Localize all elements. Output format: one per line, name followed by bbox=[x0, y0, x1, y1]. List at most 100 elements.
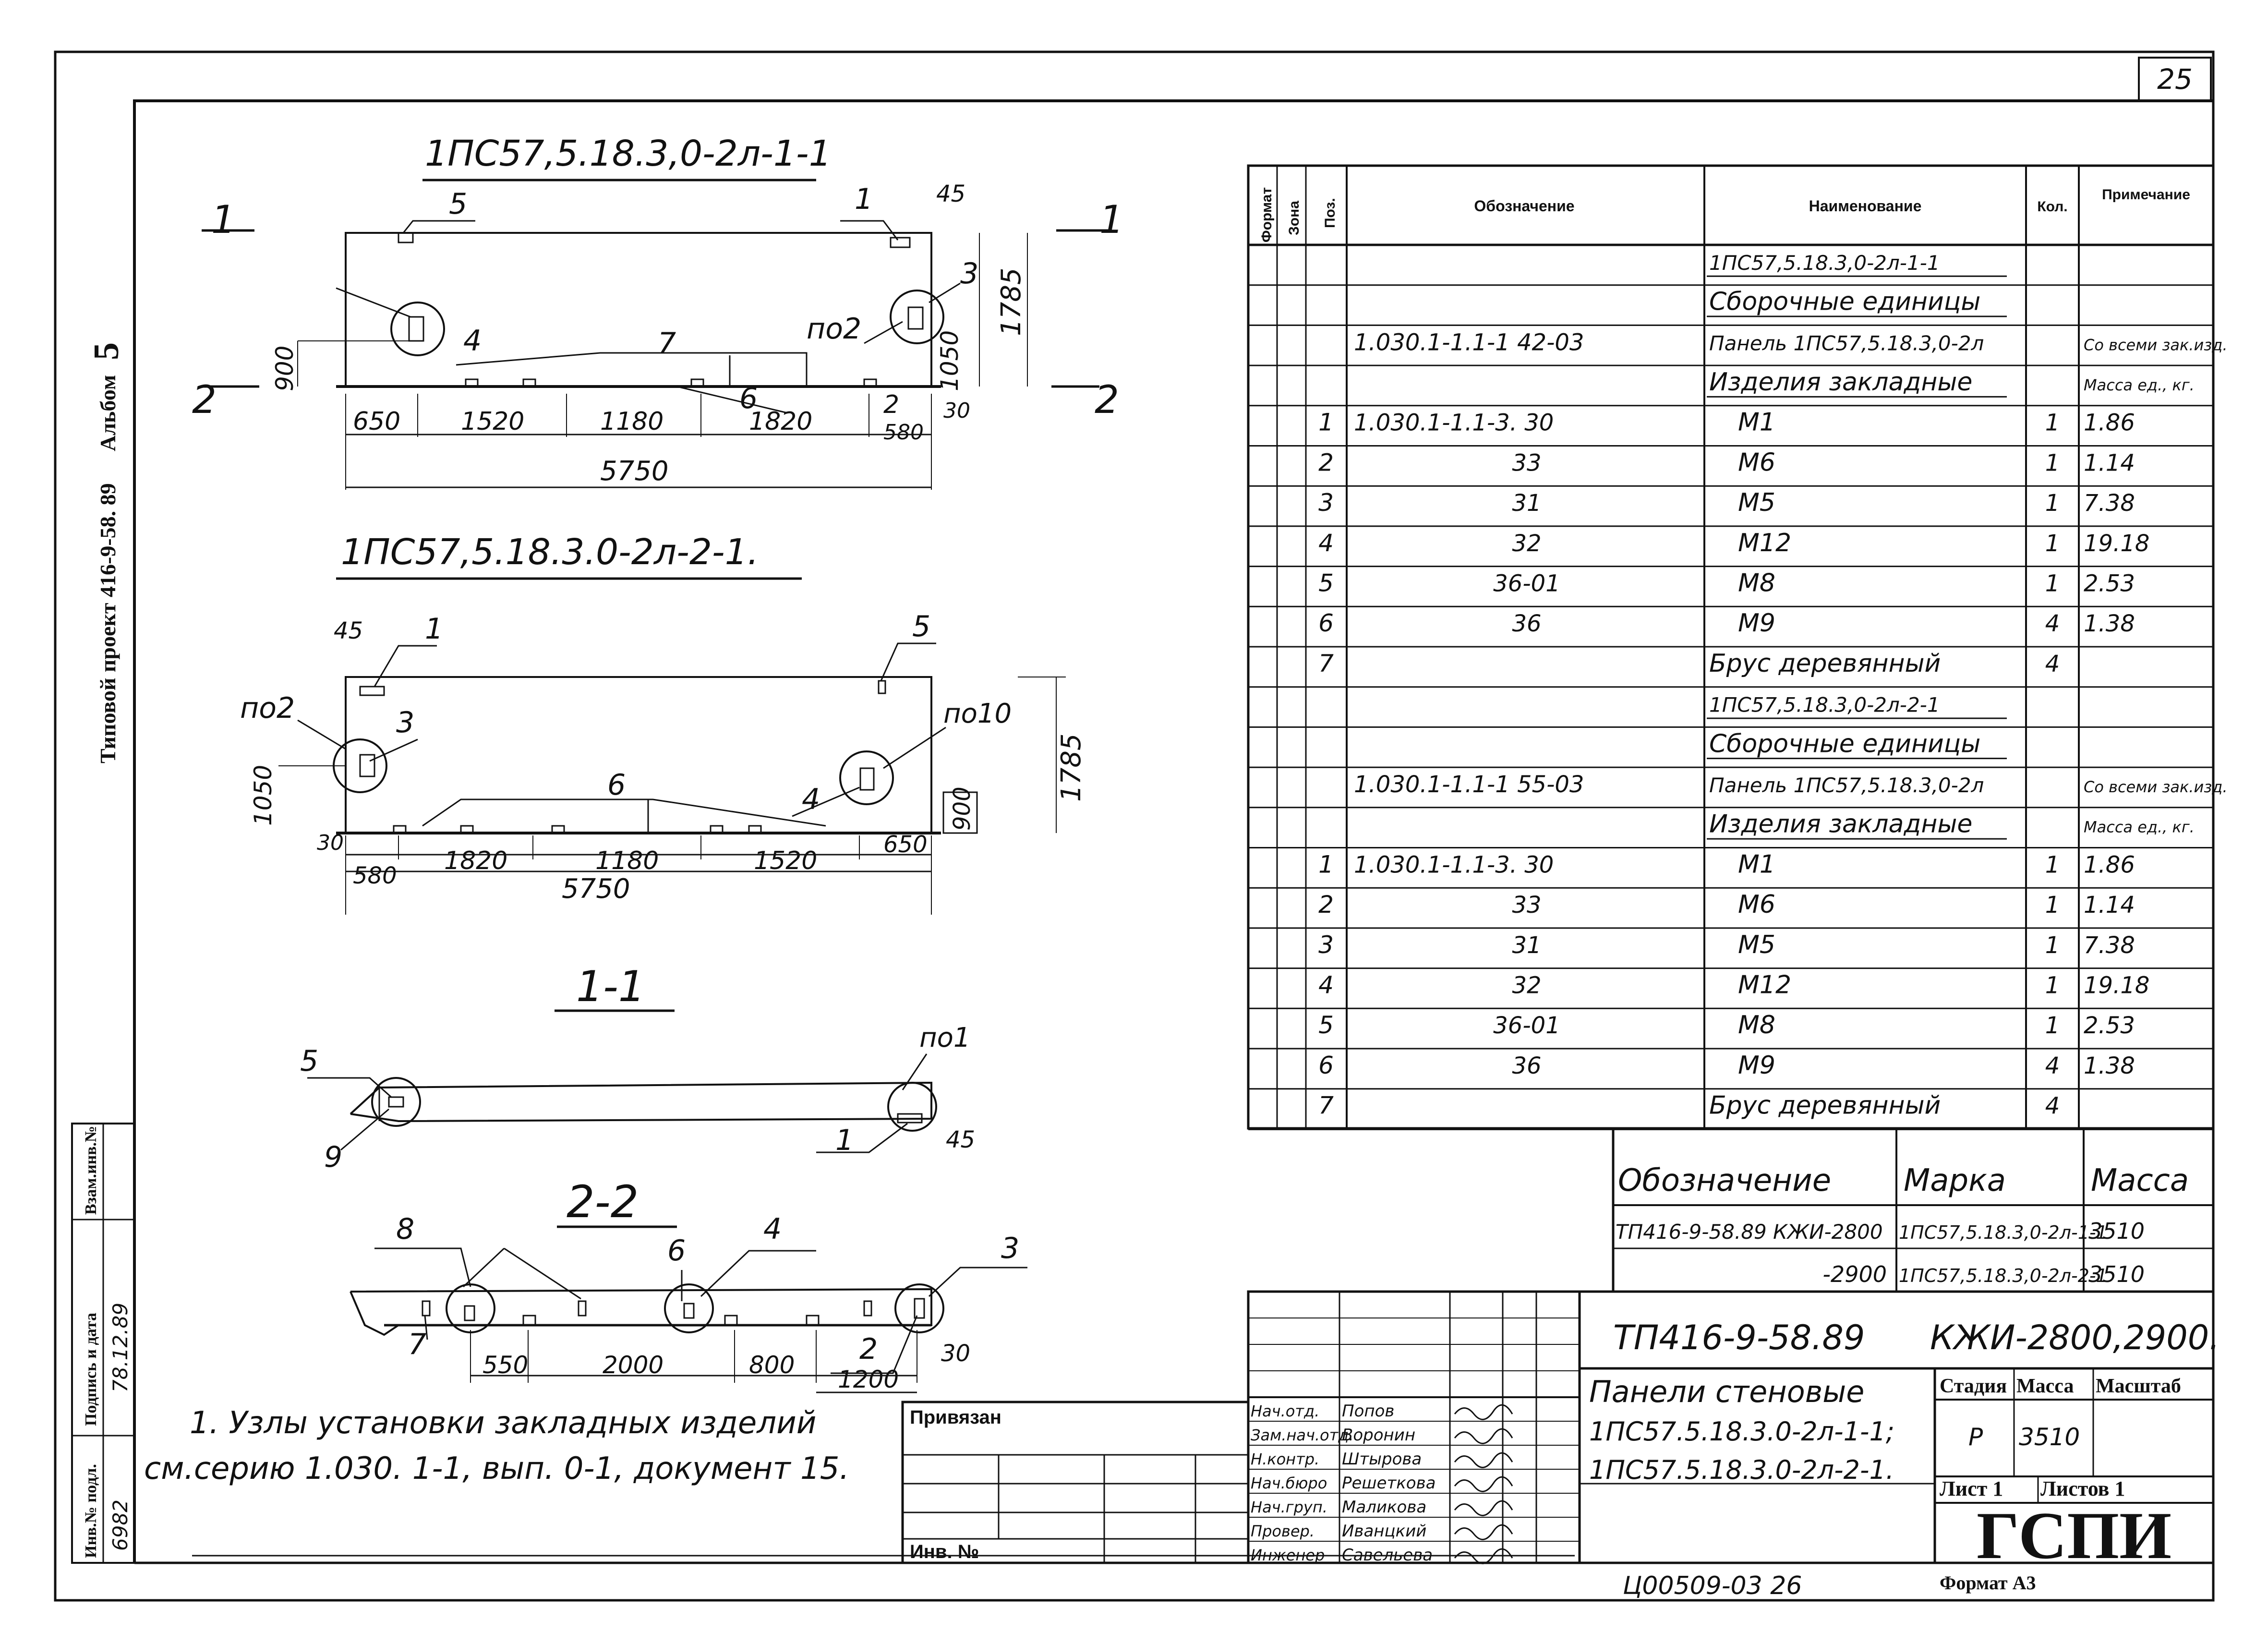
spec-cell-pos: 5 bbox=[1318, 569, 1334, 597]
spec-cell-designation: 33 bbox=[1512, 892, 1541, 919]
title-sheet: Лист 1 bbox=[1940, 1477, 2003, 1500]
title-stage: Р bbox=[1968, 1423, 1983, 1451]
plan1-callout-7: 7 bbox=[658, 326, 676, 360]
section22-callout-7: 7 bbox=[408, 1328, 426, 1361]
plan1-dim-900: 900 bbox=[271, 346, 299, 391]
spec-cell-qty: 1 bbox=[2045, 932, 2060, 959]
spec-cell-designation: 1.030.1-1.1-1 55-03 bbox=[1354, 771, 1584, 798]
spec-cell-note: Со всеми зак.изд. bbox=[2084, 778, 2228, 796]
side-project: Типовой проект 416-9-58. 89 bbox=[96, 483, 120, 763]
spec-header-pos: Поз. bbox=[1322, 198, 1338, 228]
side-album-label: Альбом bbox=[96, 375, 120, 451]
plan1-callout-5: 5 bbox=[449, 187, 467, 221]
spec-cell-name: М9 bbox=[1738, 609, 1775, 638]
signer-role: Нач.отд. bbox=[1251, 1402, 1319, 1420]
plan2-callout-po10: по10 bbox=[943, 698, 1012, 729]
spec-header-note: Примечание bbox=[2102, 187, 2190, 203]
signer-name: Попов bbox=[1342, 1402, 1394, 1421]
bottom-note: Ц00509-03 26 bbox=[1623, 1571, 1802, 1600]
spec-cell-qty: 1 bbox=[2045, 972, 2060, 999]
spec-cell-name: М12 bbox=[1738, 970, 1791, 999]
spec-cell-pos: 4 bbox=[1318, 971, 1334, 999]
title-block: Нач.отд.ПоповЗам.нач.отд.ВоронинН.контр.… bbox=[1247, 1290, 2220, 1594]
plan1-callout-3: 3 bbox=[960, 257, 978, 290]
spec-cell-note: Со всеми зак.изд. bbox=[2084, 336, 2228, 354]
signer-role: Зам.нач.отд. bbox=[1251, 1426, 1354, 1444]
stamp-inv-label: Инв.№ подл. bbox=[82, 1464, 100, 1558]
plan2-dim-1820: 1820 bbox=[444, 846, 507, 875]
signer-role: Н.контр. bbox=[1251, 1450, 1319, 1468]
spec-cell-pos: 1 bbox=[1318, 409, 1334, 436]
section22-dim-800: 800 bbox=[749, 1351, 795, 1379]
spec-cell-name: М12 bbox=[1738, 529, 1791, 557]
plan2-outline bbox=[345, 676, 932, 834]
section11-callout-1: 1 bbox=[835, 1124, 854, 1157]
spec-row: 1ПС57,5.18.3,0-2л-2-1 bbox=[1709, 693, 1940, 717]
spec-cell-note: 7.38 bbox=[2084, 490, 2135, 517]
spec-cell-name: Сборочные единицы bbox=[1709, 288, 1980, 316]
section22-callout-6: 6 bbox=[667, 1234, 686, 1268]
spec-header-designation: Обозначение bbox=[1474, 197, 1574, 215]
title-scale-label: Масштаб bbox=[2096, 1375, 2181, 1397]
spec-cell-qty: 1 bbox=[2045, 892, 2060, 919]
spec-cell-pos: 6 bbox=[1318, 609, 1334, 637]
plan1-dim-1050: 1050 bbox=[936, 330, 964, 391]
spec-cell-name: М8 bbox=[1738, 568, 1775, 597]
plan1-callout-po2: по2 bbox=[807, 312, 861, 346]
spec-cell-note: 1.86 bbox=[2084, 851, 2135, 878]
spec-cell-qty: 4 bbox=[2045, 1052, 2060, 1079]
spec-cell-designation: 36 bbox=[1512, 610, 1541, 637]
note-line-1: 1. Узлы установки закладных изделий bbox=[190, 1405, 816, 1441]
spec-cell-qty: 4 bbox=[2045, 1093, 2060, 1120]
plan2-dim-5750: 5750 bbox=[562, 873, 630, 905]
spec-cell-designation: 1.030.1-1.1-3. 30 bbox=[1354, 851, 1554, 878]
plan1-callout-1: 1 bbox=[855, 182, 873, 216]
spec-cell-note: 2.53 bbox=[2084, 570, 2135, 597]
plan1-mark-1b: 1 bbox=[1099, 197, 1124, 242]
spec-cell-note: 7.38 bbox=[2084, 932, 2135, 959]
spec-cell-note: 1.86 bbox=[2084, 410, 2135, 436]
title-stage-label: Стадия bbox=[1940, 1375, 2007, 1397]
title-org: ГСПИ bbox=[1977, 1499, 2171, 1573]
spec-header-format: Формат bbox=[1259, 187, 1275, 242]
plan2-dim-580: 580 bbox=[353, 862, 397, 889]
plan2-dimensions: 1050 1785 900 30 580 1820 1180 1520 650 … bbox=[249, 677, 1087, 915]
spec-cell-designation: 31 bbox=[1512, 932, 1541, 959]
signer-name: Маликова bbox=[1342, 1498, 1426, 1517]
side-title: Типовой проект 416-9-58. 89 Альбом 5 bbox=[87, 342, 126, 763]
title-doc: КЖИ-2800,2900. bbox=[1930, 1318, 2220, 1357]
spec-cell-qty: 1 bbox=[2045, 449, 2060, 476]
section22-callout-3: 3 bbox=[1001, 1232, 1019, 1265]
spec-cell-note: Масса ед., кг. bbox=[2084, 818, 2195, 836]
signer-role: Провер. bbox=[1251, 1522, 1315, 1540]
signer-name: Штырова bbox=[1342, 1450, 1422, 1469]
mark-row1-mark: 1ПС57,5.18.3,0-2л-1-1 bbox=[1899, 1222, 2108, 1243]
spec-cell-note: 2.53 bbox=[2084, 1012, 2135, 1039]
spec-cell-designation: 32 bbox=[1512, 530, 1541, 557]
spec-header-name: Наименование bbox=[1809, 197, 1922, 215]
mark-row2-mass: 3510 bbox=[2088, 1261, 2145, 1287]
spec-cell-name: М5 bbox=[1738, 931, 1775, 959]
spec-cell-name: Панель 1ПС57,5.18.3,0-2л bbox=[1709, 331, 1984, 355]
plan2-dim-650: 650 bbox=[883, 831, 928, 858]
plan2-dim-1050: 1050 bbox=[249, 765, 277, 826]
spec-cell-name: Изделия закладные bbox=[1709, 810, 1972, 839]
spec-row: Сборочные единицы bbox=[1709, 288, 1980, 316]
section11-callout-po1: по1 bbox=[919, 1022, 971, 1053]
spec-cell-pos: 3 bbox=[1318, 489, 1334, 517]
spec-cell-pos: 5 bbox=[1318, 1011, 1334, 1039]
title-mass-label: Масса bbox=[2016, 1375, 2074, 1397]
mark-table: Обозначение Марка Масса ТП416-9-58.89 КЖ… bbox=[1612, 1127, 2215, 1293]
mark-row1-mass: 3510 bbox=[2088, 1218, 2145, 1244]
spec-cell-name: Сборочные единицы bbox=[1709, 729, 1980, 758]
